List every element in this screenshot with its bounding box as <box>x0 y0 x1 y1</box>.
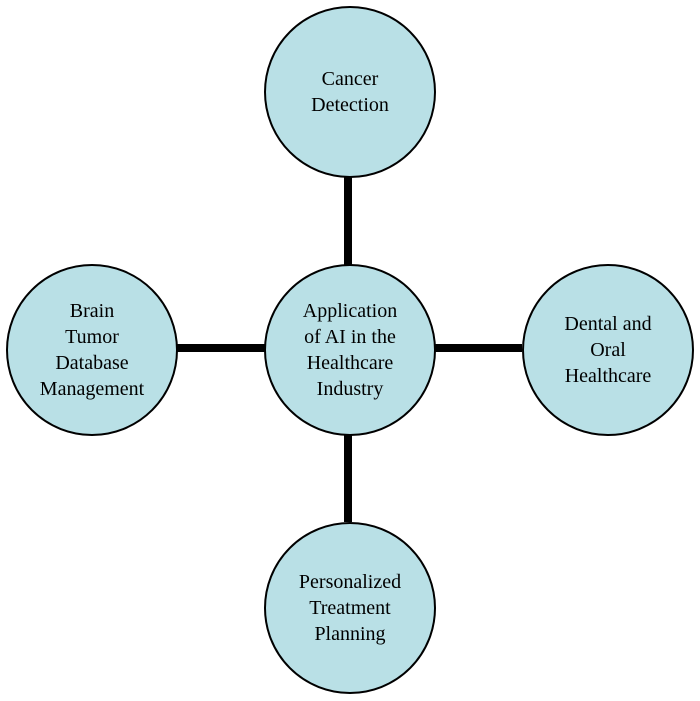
connector-left <box>176 344 266 352</box>
node-left-line: Database <box>55 352 129 374</box>
node-right-line: Healthcare <box>564 365 652 387</box>
node-center-line: Application <box>302 300 398 322</box>
connector-right <box>432 344 522 352</box>
node-left: Brain Tumor Database Management <box>6 264 178 436</box>
node-left-line: Brain <box>69 300 115 322</box>
node-top: Cancer Detection <box>264 6 436 178</box>
connector-bottom <box>344 432 352 522</box>
node-left-line: Management <box>39 378 145 400</box>
node-right-line: Oral <box>590 339 626 361</box>
node-right-label: Dental and Oral Healthcare <box>564 311 651 389</box>
node-top-line: Cancer <box>321 68 379 90</box>
node-bottom-line: Planning <box>314 623 386 645</box>
node-right-line: Dental and <box>564 313 652 335</box>
node-bottom-line: Treatment <box>309 597 391 619</box>
node-center-line: of AI in the <box>304 326 396 348</box>
connector-top <box>344 176 352 266</box>
node-top-label: Cancer Detection <box>311 66 389 118</box>
node-right: Dental and Oral Healthcare <box>522 264 694 436</box>
node-bottom-line: Personalized <box>298 571 402 593</box>
node-top-line: Detection <box>311 94 389 116</box>
node-left-line: Tumor <box>65 326 119 348</box>
node-center-line: Healthcare <box>306 352 394 374</box>
node-center-line: Industry <box>316 378 384 400</box>
node-bottom: Personalized Treatment Planning <box>264 522 436 694</box>
node-center-label: Application of AI in the Healthcare Indu… <box>303 298 397 402</box>
node-left-label: Brain Tumor Database Management <box>40 298 144 402</box>
node-bottom-label: Personalized Treatment Planning <box>299 569 401 647</box>
node-center: Application of AI in the Healthcare Indu… <box>264 264 436 436</box>
